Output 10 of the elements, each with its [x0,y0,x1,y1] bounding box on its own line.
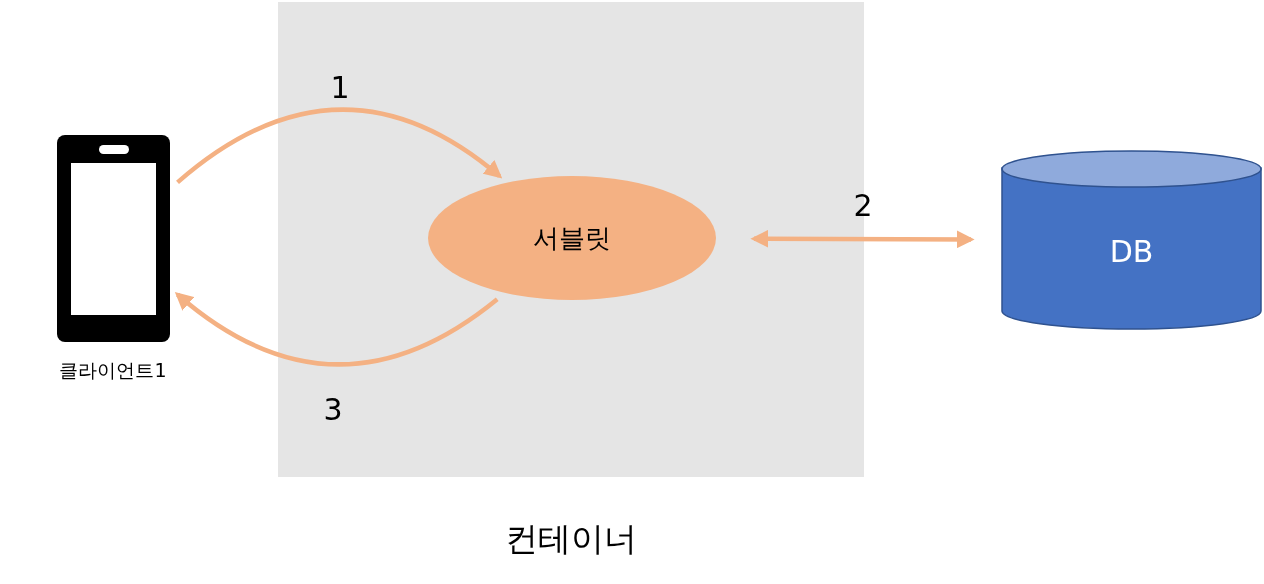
client-label: 클라이언트1 [58,358,168,383]
edge-label: 3 [322,392,344,428]
edge-label: 1 [329,70,351,106]
arrow [176,107,503,185]
arrow [174,292,499,367]
servlet-label: 서블릿 [532,222,612,255]
container-label: 컨테이너 [504,518,638,560]
edge-label: 2 [852,188,874,224]
arrow [750,229,975,249]
database-label: DB [1108,234,1155,269]
